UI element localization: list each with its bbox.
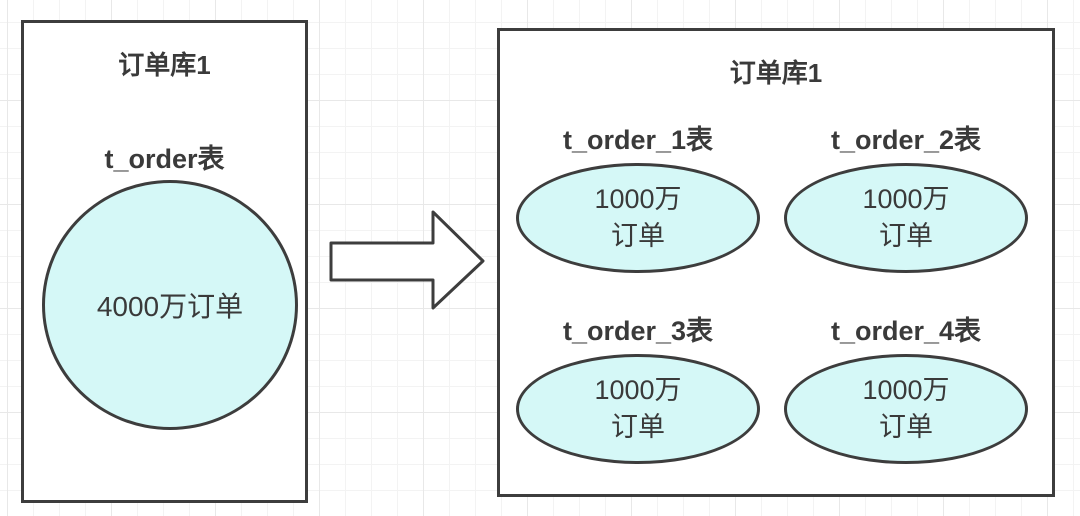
shard-table-4-value-line1: 1000万	[862, 375, 950, 405]
shard-table-4-label: t_order_4表	[830, 316, 982, 346]
shard-table-2-data-ellipse: 1000万 订单	[784, 163, 1028, 273]
shard-table-3-label: t_order_3表	[562, 316, 714, 346]
source-table-label: t_order表	[104, 144, 225, 174]
shard-table-3-value-line2: 订单	[611, 412, 665, 442]
sharded-database-box: 订单库1 t_order_1表 1000万 订单 t_order_2表 1000…	[497, 28, 1055, 497]
source-table-data-circle: 4000万订单	[42, 180, 298, 430]
shard-table-1-data-ellipse: 1000万 订单	[516, 163, 760, 273]
right-block-arrow-icon	[329, 210, 485, 310]
shard-table-1-value-line2: 订单	[611, 221, 665, 251]
shard-table-1-label: t_order_1表	[562, 125, 714, 155]
shard-table-2-value-line1: 1000万	[862, 184, 950, 214]
source-database-title: 订单库1	[118, 50, 211, 80]
shard-table-4-value-line2: 订单	[879, 412, 933, 442]
shard-table-3-data-ellipse: 1000万 订单	[516, 354, 760, 464]
sharded-database-title: 订单库1	[729, 58, 823, 88]
shard-table-1-value-line1: 1000万	[594, 184, 682, 214]
source-table-data-value: 4000万订单	[96, 291, 244, 322]
shard-table-4-data-ellipse: 1000万 订单	[784, 354, 1028, 464]
shard-table-2-label: t_order_2表	[830, 125, 982, 155]
shard-table-2-value-line2: 订单	[879, 221, 933, 251]
shard-table-3-value-line1: 1000万	[594, 375, 682, 405]
source-database-box: 订单库1 t_order表 4000万订单	[21, 20, 308, 503]
